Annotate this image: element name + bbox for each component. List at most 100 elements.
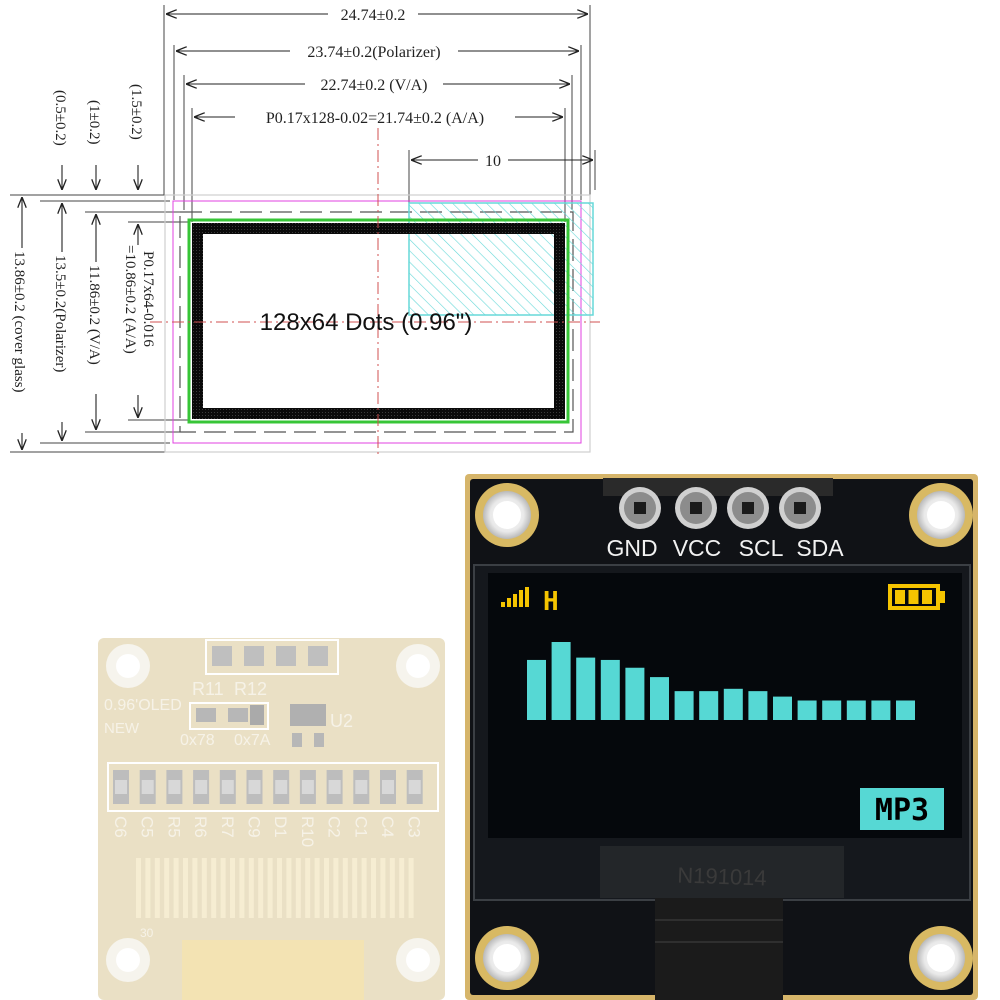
dim-total-width: 24.74±0.2 bbox=[341, 7, 406, 24]
back-board bbox=[98, 638, 445, 1000]
signal-bar bbox=[507, 598, 511, 607]
component-label: C5 bbox=[138, 816, 157, 838]
back-component bbox=[166, 770, 183, 804]
fpc-pin bbox=[408, 858, 414, 918]
back-component bbox=[380, 770, 396, 804]
component-label: C1 bbox=[351, 816, 370, 838]
signal-strength-icon bbox=[501, 587, 529, 607]
back-component-body bbox=[355, 780, 368, 794]
component-label: C3 bbox=[405, 816, 424, 838]
back-component bbox=[113, 770, 129, 804]
label-addr-0x78: 0x78 bbox=[180, 732, 215, 749]
spectrum-bar bbox=[600, 659, 620, 720]
back-component-row bbox=[113, 770, 423, 804]
label-r11: R11 bbox=[192, 679, 224, 699]
spectrum-bar bbox=[723, 688, 743, 720]
fpc-pin bbox=[342, 858, 348, 918]
component-label: R7 bbox=[218, 816, 237, 838]
fpc-pin bbox=[324, 858, 329, 918]
component-label: C2 bbox=[325, 816, 344, 838]
fpc-pin bbox=[239, 858, 245, 918]
fpc-pin bbox=[352, 858, 358, 918]
battery-segment bbox=[895, 590, 905, 604]
component-label: C4 bbox=[378, 816, 397, 838]
battery-segment bbox=[922, 590, 932, 604]
fpc-pin bbox=[371, 858, 376, 918]
mount-hole-bl bbox=[475, 926, 539, 990]
back-component bbox=[326, 770, 343, 804]
signal-bar bbox=[519, 590, 523, 607]
header-pin bbox=[675, 487, 717, 529]
back-component bbox=[406, 770, 423, 804]
spectrum-bar bbox=[748, 691, 768, 720]
dim-offset-05: (0.5±0.2) bbox=[52, 90, 68, 146]
glass-serial: N191014 bbox=[677, 862, 767, 890]
spectrum-bar bbox=[674, 691, 694, 720]
label-r12: R12 bbox=[234, 679, 267, 699]
spectrum-bar bbox=[576, 657, 596, 720]
fpc-pin bbox=[305, 858, 311, 918]
back-component-body bbox=[221, 780, 234, 794]
pin-label-gnd: GND bbox=[606, 535, 657, 561]
fpc-pin bbox=[380, 858, 386, 918]
header-pin bbox=[727, 487, 769, 529]
component-label: D1 bbox=[271, 816, 290, 838]
pin-label-vcc: VCC bbox=[673, 535, 722, 561]
spectrum-bar bbox=[625, 667, 645, 720]
fpc-pin bbox=[154, 858, 160, 918]
component-label: R10 bbox=[298, 816, 317, 847]
label-addr-0x7a: 0x7A bbox=[234, 732, 271, 749]
spectrum-bar bbox=[527, 659, 546, 720]
fpc-pin bbox=[192, 858, 198, 918]
back-component-body bbox=[248, 780, 261, 794]
back-component bbox=[193, 770, 210, 804]
fpc-pin bbox=[248, 858, 254, 918]
mount-hole-br bbox=[909, 926, 973, 990]
fpc-pin bbox=[267, 858, 273, 918]
battery-icon bbox=[888, 584, 945, 610]
component-label: R5 bbox=[164, 816, 183, 838]
fpc-pin bbox=[314, 858, 320, 918]
dim-va-width: 22.74±0.2 (V/A) bbox=[321, 77, 428, 94]
back-component-body bbox=[382, 780, 394, 794]
fpc-pin bbox=[173, 858, 179, 918]
mode-badge-label: MP3 bbox=[875, 793, 929, 828]
battery-segment bbox=[908, 590, 919, 604]
fpc-pin bbox=[361, 858, 367, 918]
component-label: C6 bbox=[111, 816, 130, 838]
back-component-body bbox=[195, 780, 208, 794]
back-component-body bbox=[141, 780, 154, 794]
fpc-pin bbox=[211, 858, 217, 918]
back-component-body bbox=[115, 780, 127, 794]
back-component-body bbox=[275, 780, 288, 794]
fpc-pin bbox=[183, 858, 188, 918]
component-label: R6 bbox=[191, 816, 210, 838]
back-component bbox=[246, 770, 263, 804]
fpc-pin bbox=[286, 858, 292, 918]
signal-bar bbox=[513, 594, 517, 607]
dim-aa-height-line1: P0.17x64-0.016 bbox=[140, 251, 156, 347]
fpc-pin bbox=[258, 858, 264, 918]
label-oled-size: 0.96'OLED bbox=[104, 697, 182, 714]
mount-hole-tl bbox=[475, 483, 539, 547]
fpc-pin bbox=[145, 858, 151, 918]
dim-aa-height-line2: =10.86±0.2 (A/A) bbox=[122, 245, 138, 354]
pin-header bbox=[603, 478, 833, 529]
spectrum-bar bbox=[871, 700, 891, 720]
spectrum-bar bbox=[822, 700, 842, 720]
status-letter: H bbox=[543, 587, 559, 617]
back-component bbox=[353, 770, 370, 804]
fpc-connector bbox=[136, 858, 414, 1000]
spectrum-bar bbox=[650, 677, 669, 720]
spectrum-bar bbox=[773, 696, 792, 720]
dim-polarizer-height: 13.5±0.2(Polarizer) bbox=[52, 255, 68, 372]
dim-offset-10: 10 bbox=[485, 153, 501, 170]
spectrum-bars bbox=[527, 642, 915, 720]
fpc-pin bbox=[333, 858, 339, 918]
mode-badge: MP3 bbox=[860, 788, 944, 830]
dots-label: 128x64 Dots (0.96") bbox=[260, 309, 473, 336]
fpc-pin bbox=[201, 858, 207, 918]
back-component-body bbox=[328, 780, 341, 794]
back-component bbox=[219, 770, 236, 804]
